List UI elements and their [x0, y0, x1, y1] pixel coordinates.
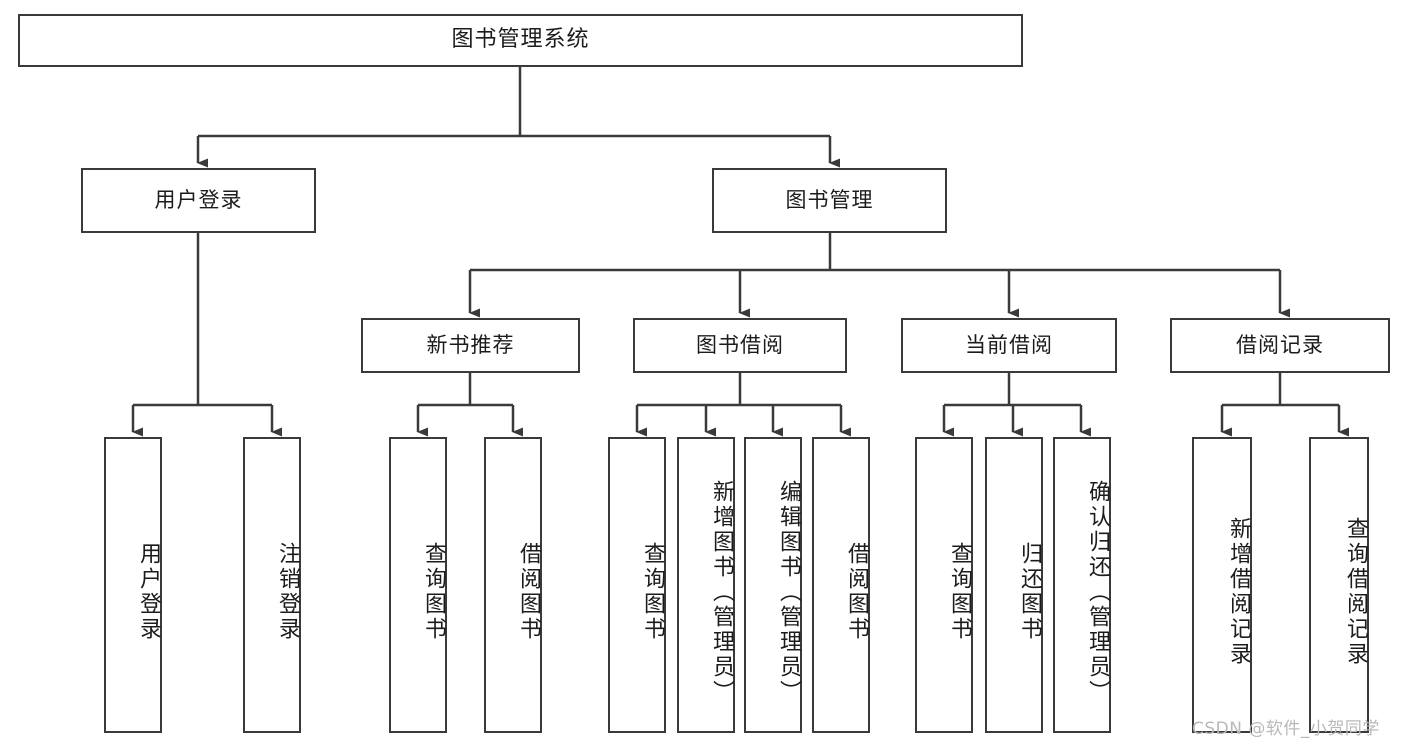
- node-leaf-borrow-book-2[interactable]: 借阅图书: [812, 437, 870, 733]
- node-root-system[interactable]: 图书管理系统: [18, 14, 1023, 67]
- node-leaf-query-book-3-label: 查询图书: [947, 542, 972, 642]
- node-book-management[interactable]: 图书管理: [712, 168, 947, 233]
- node-leaf-borrow-book-1[interactable]: 借阅图书: [484, 437, 542, 733]
- node-leaf-borrow-book-2-label: 借阅图书: [844, 542, 869, 642]
- node-current-borrow[interactable]: 当前借阅: [901, 318, 1117, 373]
- node-leaf-query-book-1-label: 查询图书: [421, 542, 446, 642]
- node-leaf-add-borrow-record[interactable]: 新增借阅记录: [1192, 437, 1252, 733]
- node-current-borrow-label: 当前借阅: [965, 332, 1053, 357]
- node-leaf-query-book-3[interactable]: 查询图书: [915, 437, 973, 733]
- node-leaf-confirm-return-admin-label: 确认归还（管理员）: [1085, 479, 1110, 705]
- node-leaf-edit-book-admin-label: 编辑图书（管理员）: [776, 479, 801, 705]
- node-leaf-confirm-return-admin[interactable]: 确认归还（管理员）: [1053, 437, 1111, 733]
- node-new-book-recommend[interactable]: 新书推荐: [361, 318, 580, 373]
- node-leaf-edit-book-admin[interactable]: 编辑图书（管理员）: [744, 437, 802, 733]
- node-root-system-label: 图书管理系统: [451, 27, 590, 53]
- node-book-management-label: 图书管理: [785, 187, 874, 212]
- node-leaf-query-borrow-record-label: 查询借阅记录: [1343, 517, 1368, 667]
- node-leaf-query-book-2[interactable]: 查询图书: [608, 437, 666, 733]
- node-borrow-record[interactable]: 借阅记录: [1170, 318, 1390, 373]
- node-leaf-user-login[interactable]: 用户登录: [104, 437, 162, 733]
- node-leaf-return-book-label: 归还图书: [1017, 542, 1042, 642]
- node-leaf-add-book-admin-label: 新增图书（管理员）: [709, 479, 734, 705]
- node-user-login-label: 用户登录: [154, 187, 243, 212]
- node-leaf-user-login-label: 用户登录: [136, 542, 161, 642]
- node-leaf-borrow-book-1-label: 借阅图书: [516, 542, 541, 642]
- csdn-watermark: CSDN @软件_小贺同学: [1192, 719, 1380, 739]
- node-leaf-logout-login-label: 注销登录: [275, 542, 300, 642]
- node-book-borrow[interactable]: 图书借阅: [633, 318, 847, 373]
- node-leaf-query-borrow-record[interactable]: 查询借阅记录: [1309, 437, 1369, 733]
- node-leaf-query-book-1[interactable]: 查询图书: [389, 437, 447, 733]
- node-leaf-return-book[interactable]: 归还图书: [985, 437, 1043, 733]
- node-book-borrow-label: 图书借阅: [696, 332, 784, 357]
- node-leaf-add-borrow-record-label: 新增借阅记录: [1226, 517, 1251, 667]
- node-new-book-recommend-label: 新书推荐: [426, 332, 515, 357]
- node-leaf-add-book-admin[interactable]: 新增图书（管理员）: [677, 437, 735, 733]
- node-leaf-logout-login[interactable]: 注销登录: [243, 437, 301, 733]
- node-leaf-query-book-2-label: 查询图书: [640, 542, 665, 642]
- node-user-login[interactable]: 用户登录: [81, 168, 316, 233]
- node-borrow-record-label: 借阅记录: [1236, 332, 1324, 357]
